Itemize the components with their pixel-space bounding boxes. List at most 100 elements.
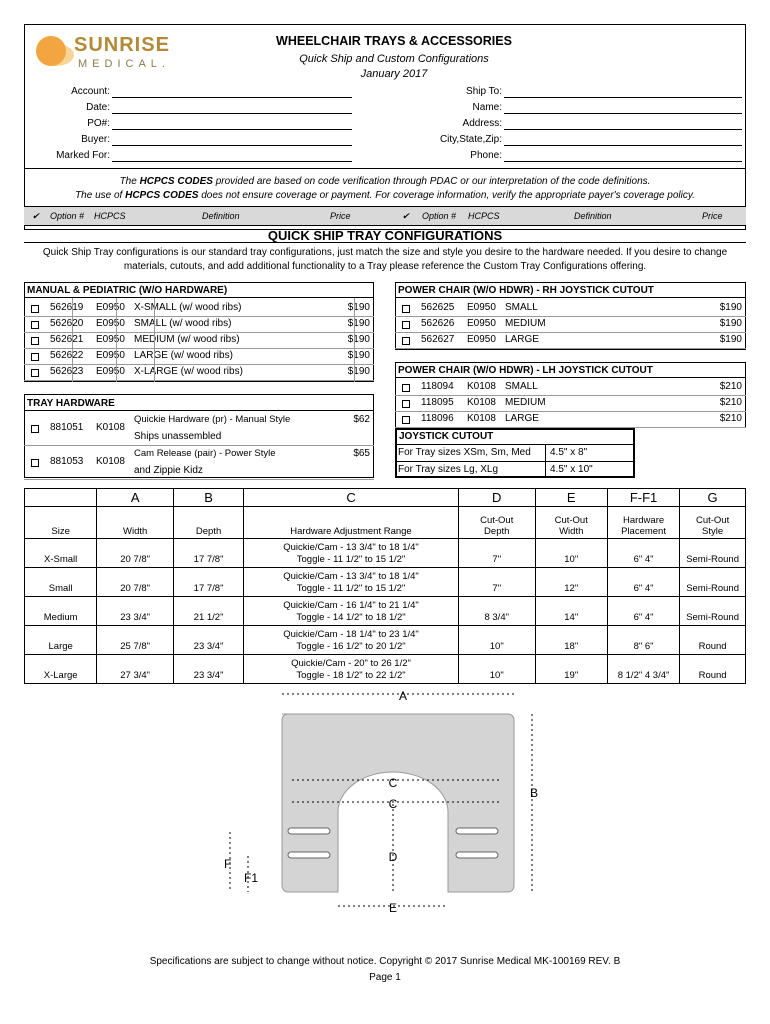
column-letter: E — [534, 488, 608, 507]
field-label: PO#: — [87, 118, 110, 129]
field-input-line[interactable] — [112, 145, 352, 146]
option-checkbox[interactable] — [402, 400, 410, 408]
table-cell: 20 7/8" — [96, 567, 174, 597]
table-cell: 6" 4" — [606, 567, 681, 597]
table-cell: X-Small — [23, 538, 98, 568]
option-checkbox[interactable] — [402, 384, 410, 392]
joystick-size-value: 4.5" x 8" — [550, 447, 588, 458]
option-definition: X-LARGE (w/ wood ribs) — [134, 366, 243, 377]
field-input-line[interactable] — [504, 113, 742, 114]
column-header: Cut-Out Style — [679, 506, 746, 539]
page-number: Page 1 — [369, 972, 401, 983]
table-cell: 25 7/8" — [96, 625, 174, 655]
option-checkbox[interactable] — [31, 353, 39, 361]
intro-line: Quick Ship Tray configurations is our st… — [42, 247, 728, 258]
hcpcs-code: E0950 — [96, 350, 125, 361]
option-checkbox[interactable] — [402, 416, 410, 424]
notice-bold: HCPCS CODES — [125, 190, 199, 201]
field-input-line[interactable] — [112, 161, 352, 162]
option-checkbox[interactable] — [402, 321, 410, 329]
hardware-section — [24, 394, 374, 478]
table-cell: 6" 4" — [606, 596, 681, 626]
option-number: 118094 — [421, 381, 454, 392]
col-definition: Definition — [574, 211, 612, 221]
option-number: 562623 — [50, 366, 84, 377]
subtitle-line: Quick Ship and Custom Configurations — [299, 53, 489, 65]
option-checkbox[interactable] — [402, 337, 410, 345]
table-cell: Quickie/Cam - 18 1/4" to 23 1/4" Toggle … — [243, 625, 459, 655]
option-checkbox[interactable] — [31, 337, 39, 345]
row-divider — [24, 316, 374, 317]
column-letter: C — [243, 488, 459, 507]
table-cell: X-Large — [23, 654, 98, 684]
table-cell: 7" — [457, 567, 536, 597]
option-checkbox[interactable] — [31, 321, 39, 329]
dim-label-c2: C — [389, 797, 398, 811]
field-input-line[interactable] — [504, 145, 742, 146]
divider — [24, 410, 374, 411]
row-divider — [395, 332, 746, 333]
column-divider — [354, 298, 355, 382]
row-divider — [24, 445, 374, 446]
option-definition: LARGE — [505, 413, 539, 424]
hcpcs-code: K0108 — [467, 381, 496, 392]
field-input-line[interactable] — [504, 129, 742, 130]
field-input-line[interactable] — [112, 97, 352, 98]
column-letter: A — [96, 488, 174, 507]
dim-label-d: D — [389, 850, 398, 864]
row-divider — [395, 427, 746, 428]
row-divider — [395, 411, 746, 412]
option-number: 881051 — [50, 422, 84, 433]
col-option: Option # — [422, 211, 457, 221]
option-price: $190 — [347, 302, 370, 313]
table-cell: 12" — [534, 567, 608, 597]
table-cell: 14" — [534, 596, 608, 626]
check-icon: ✔ — [32, 211, 40, 221]
tray-outline — [281, 713, 515, 893]
col-option: Option # — [50, 211, 85, 221]
row-divider — [24, 380, 374, 381]
option-definition-note: Ships unassembled — [134, 431, 222, 442]
column-header: Depth — [172, 506, 245, 539]
option-checkbox[interactable] — [31, 459, 39, 467]
table-cell: 18" — [534, 625, 608, 655]
notice-bold: HCPCS CODES — [139, 176, 213, 187]
section-intro: Quick Ship Tray configurations is our st… — [30, 246, 740, 274]
table-cell: Round — [679, 625, 746, 655]
option-number: 118096 — [421, 413, 454, 424]
option-checkbox[interactable] — [31, 305, 39, 313]
option-definition: SMALL — [505, 381, 538, 392]
option-definition: SMALL (w/ wood ribs) — [134, 318, 232, 329]
field-input-line[interactable] — [504, 161, 742, 162]
option-checkbox[interactable] — [31, 369, 39, 377]
field-input-line[interactable] — [112, 129, 352, 130]
option-number: 562625 — [421, 302, 455, 313]
hcpcs-code: E0950 — [467, 318, 496, 329]
table-cell: 8 1/2" 4 3/4" — [606, 654, 681, 684]
option-checkbox[interactable] — [402, 305, 410, 313]
row-divider — [395, 316, 746, 317]
divider — [395, 297, 746, 298]
table-cell: Small — [23, 567, 98, 597]
option-number: 562619 — [50, 302, 84, 313]
option-number: 562626 — [421, 318, 455, 329]
column-divider — [154, 298, 155, 382]
field-label: City,State,Zip: — [439, 134, 502, 145]
row-divider — [395, 348, 746, 349]
field-input-line[interactable] — [112, 113, 352, 114]
table-cell: 7" — [457, 538, 536, 568]
hardware-slot — [287, 827, 331, 835]
option-definition: MEDIUM (w/ wood ribs) — [134, 334, 240, 345]
column-letter: D — [457, 488, 536, 507]
table-cell: Quickie/Cam - 13 3/4" to 18 1/4" Toggle … — [243, 567, 459, 597]
column-header: Width — [96, 506, 174, 539]
option-checkbox[interactable] — [31, 425, 39, 433]
section-title: QUICK SHIP TRAY CONFIGURATIONS — [267, 228, 503, 243]
option-price: $62 — [353, 414, 370, 425]
check-icon: ✔ — [402, 211, 410, 221]
field-input-line[interactable] — [504, 97, 742, 98]
header-box — [24, 24, 746, 230]
